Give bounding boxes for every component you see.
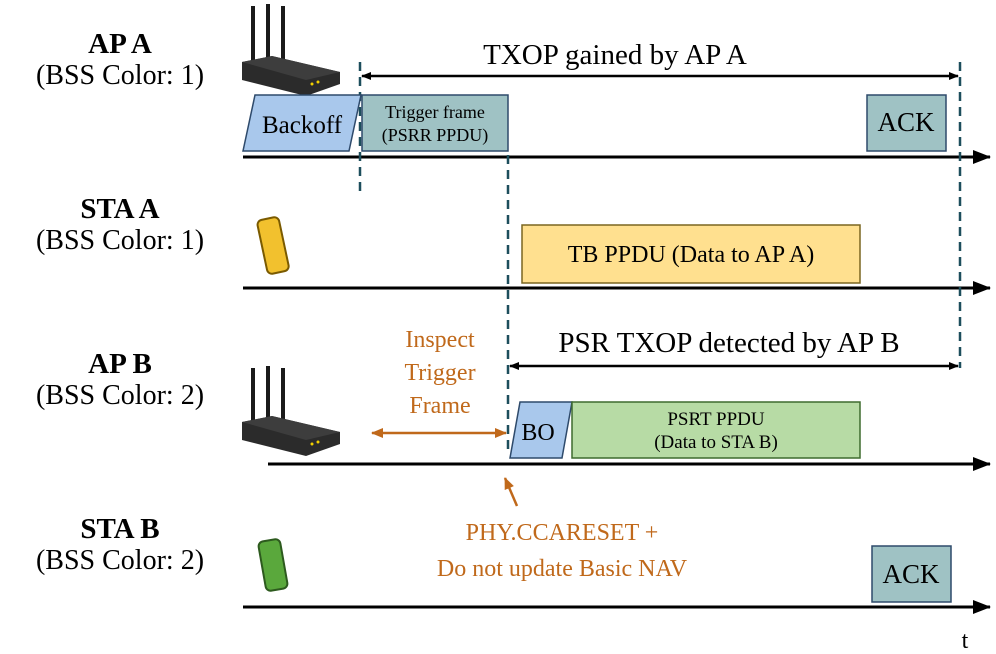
txop-ap-a-label: TXOP gained by AP A xyxy=(483,39,747,71)
ack-frame-ap-a xyxy=(866,94,947,152)
device-name: STA B xyxy=(80,513,160,545)
router-icon xyxy=(242,366,340,456)
bss-color: (BSS Color: 1) xyxy=(35,60,205,91)
device-label-sta-a: STA A (BSS Color: 1) xyxy=(0,193,240,257)
phone-icon xyxy=(257,538,289,592)
ccareset-line2: Do not update Basic NAV xyxy=(437,556,688,582)
inspect-text-line1: Inspect xyxy=(405,327,475,353)
tb-ppdu-frame xyxy=(521,224,861,284)
router-icon xyxy=(242,4,340,96)
device-label-ap-b: AP B (BSS Color: 2) xyxy=(0,348,240,412)
psrt-line2: (Data to STA B) xyxy=(654,432,778,453)
device-label-ap-a: AP A (BSS Color: 1) xyxy=(0,28,240,92)
device-name: STA A xyxy=(80,193,160,225)
inspect-text-line3: Frame xyxy=(409,393,470,419)
ccareset-line1: PHY.CCARESET + xyxy=(466,520,659,546)
psrt-ppdu-frame xyxy=(571,401,861,459)
inspect-text-line2: Trigger xyxy=(404,360,475,386)
ack-sta-b-label: ACK xyxy=(882,559,940,589)
trigger-frame xyxy=(361,94,509,152)
bss-color: (BSS Color: 1) xyxy=(35,225,205,256)
psrt-line1: PSRT PPDU xyxy=(667,409,765,430)
device-name: AP B xyxy=(88,348,152,380)
backoff-label: Backoff xyxy=(262,112,343,139)
time-axis-label: t xyxy=(962,628,969,654)
backoff-frame xyxy=(242,94,362,152)
trigger-frame-line2: (PSRR PPDU) xyxy=(382,125,489,146)
ccareset-arrow xyxy=(503,477,519,507)
psr-txop-label: PSR TXOP detected by AP B xyxy=(558,327,899,359)
trigger-frame-line1: Trigger frame xyxy=(385,102,485,122)
phone-icon xyxy=(256,216,290,275)
ack-frame-sta-b xyxy=(871,545,952,603)
bo-label: BO xyxy=(521,420,554,446)
bss-color: (BSS Color: 2) xyxy=(35,545,205,576)
tb-ppdu-label: TB PPDU (Data to AP A) xyxy=(568,242,814,268)
ack-ap-a-label: ACK xyxy=(877,107,935,137)
device-name: AP A xyxy=(88,28,152,60)
device-label-sta-b: STA B (BSS Color: 2) xyxy=(0,513,240,577)
bss-color: (BSS Color: 2) xyxy=(35,380,205,411)
bo-frame xyxy=(509,401,573,459)
